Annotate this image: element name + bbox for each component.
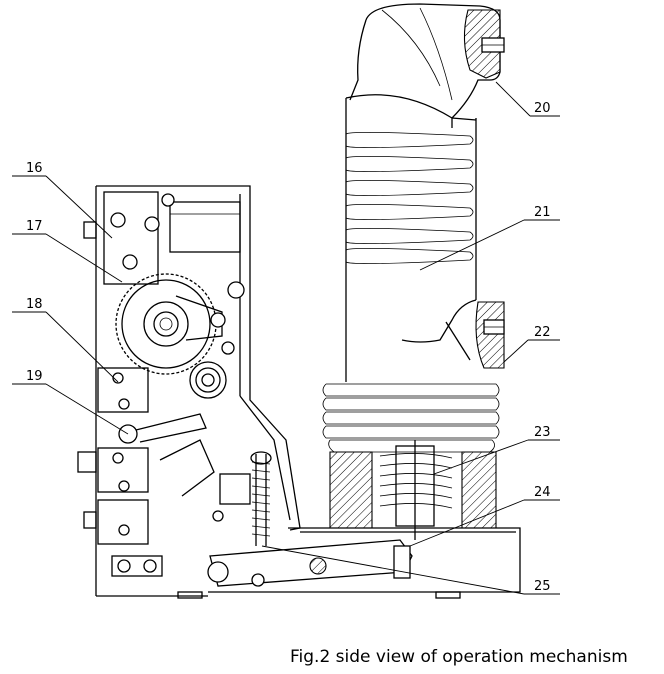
callout-24: 24 bbox=[534, 485, 551, 500]
callout-21: 21 bbox=[534, 205, 551, 220]
opening-spring bbox=[250, 451, 272, 546]
figure-caption: Fig.2 side view of operation mechanism bbox=[290, 647, 628, 667]
secondary-gear bbox=[189, 281, 245, 399]
mechanism-frame bbox=[77, 185, 301, 597]
undervoltage-release bbox=[97, 499, 149, 545]
leader-lines bbox=[12, 81, 560, 595]
main-gear bbox=[115, 273, 223, 375]
callout-16: 16 bbox=[26, 161, 43, 176]
upper-terminal bbox=[463, 9, 505, 79]
callout-labels: 16 17 18 19 20 21 22 23 24 25 bbox=[26, 101, 551, 594]
callout-20: 20 bbox=[534, 101, 551, 116]
closing-coil bbox=[97, 367, 149, 413]
shunt-release bbox=[97, 447, 149, 493]
callout-25: 25 bbox=[534, 579, 551, 594]
callout-23: 23 bbox=[534, 425, 551, 440]
drive-lever bbox=[207, 539, 413, 587]
mechanism-bottom-bolts bbox=[111, 555, 163, 577]
pole-insulator bbox=[322, 3, 501, 453]
callout-19: 19 bbox=[26, 369, 43, 384]
base-frame bbox=[177, 527, 521, 599]
callout-22: 22 bbox=[534, 325, 551, 340]
lower-terminal bbox=[475, 301, 505, 369]
pole-base bbox=[329, 440, 497, 540]
callout-18: 18 bbox=[26, 297, 43, 312]
interlock-lever bbox=[118, 413, 251, 522]
motor bbox=[103, 191, 241, 285]
callout-17: 17 bbox=[26, 219, 43, 234]
